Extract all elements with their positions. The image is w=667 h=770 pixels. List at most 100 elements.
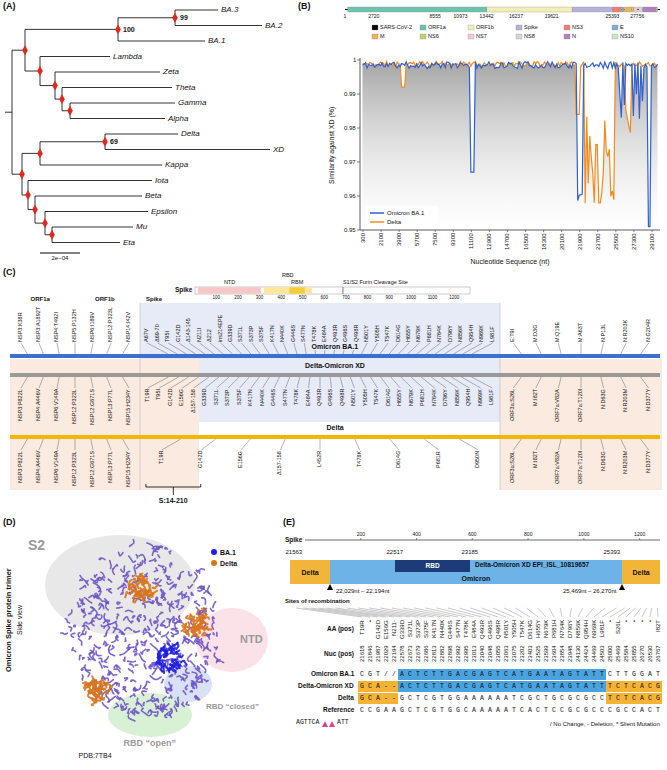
sequence-cell: C xyxy=(574,693,582,704)
mutation-label: S477N xyxy=(283,389,289,406)
nucleotide-position: 23063 xyxy=(503,645,509,662)
mutation-label: N679K xyxy=(409,389,415,406)
protein-ribbon xyxy=(160,612,163,614)
mutation-label: Y505H xyxy=(363,389,369,406)
recombination-label: 22,029nt – 22,194nt xyxy=(336,588,389,594)
protein-ribbon xyxy=(155,546,162,547)
protein-ribbon xyxy=(89,618,96,624)
sequence-cell: C xyxy=(366,693,374,704)
sequence-cell: T xyxy=(518,669,526,680)
lineage-label: Iota xyxy=(155,177,168,185)
aa-change: N440K xyxy=(439,620,445,638)
mutation-label: M:D3G xyxy=(533,325,539,342)
protein-ribbon xyxy=(144,559,145,563)
sequence-cell: - xyxy=(390,681,398,692)
mutation-label: Δ157-158 xyxy=(277,451,283,475)
protein-ribbon xyxy=(174,706,176,711)
mutation-leader xyxy=(513,377,521,388)
protein-ribbon xyxy=(159,565,164,567)
sequence-cell: C xyxy=(646,705,654,716)
column-leader xyxy=(437,608,474,617)
protein-ribbon xyxy=(134,711,137,714)
mutation-leader xyxy=(179,343,196,354)
nucleotide-position: 22578 xyxy=(399,645,405,662)
protein-ribbon xyxy=(127,648,130,650)
protein-ribbon xyxy=(162,625,168,628)
protein-ribbon xyxy=(192,630,195,633)
nucleotide-position: 26530 xyxy=(647,645,653,662)
delta-line xyxy=(363,61,658,203)
protein-ribbon xyxy=(168,644,173,648)
residue-tick: 600 xyxy=(321,296,329,301)
tree-root xyxy=(5,112,12,113)
axis-tick xyxy=(543,230,544,232)
axis-tick xyxy=(471,230,472,232)
column-leader xyxy=(527,608,538,617)
protein-ribbon xyxy=(195,653,197,655)
legend-swatch xyxy=(372,34,378,39)
mutation-label: T19R xyxy=(145,389,151,402)
protein-ribbon xyxy=(146,582,148,584)
axis-tick-label: 25500 xyxy=(613,233,619,250)
protein-ribbon xyxy=(190,691,192,692)
protein-ribbon xyxy=(212,623,213,629)
similarity-panel xyxy=(345,7,660,232)
axis-tick-label: 23700 xyxy=(595,233,601,250)
protein-ribbon xyxy=(195,626,199,630)
protein-ribbon xyxy=(81,667,84,670)
protein-ribbon xyxy=(190,615,194,620)
mutation-leader xyxy=(159,377,178,388)
mutation-label: ORF7a:V82A xyxy=(555,389,561,422)
nucleotide-position: 24130 xyxy=(575,645,581,662)
mutation-label: Q493R xyxy=(333,325,339,342)
mutation-label: M:I82T xyxy=(533,451,539,468)
legend-swatch xyxy=(420,25,426,30)
phylogenetic-tree xyxy=(5,10,270,253)
column-leader xyxy=(618,608,630,617)
axis-tick xyxy=(615,230,616,232)
region-shading xyxy=(500,359,662,428)
mutation-leader xyxy=(389,343,398,354)
mutation-label: S371L xyxy=(214,389,220,405)
axis-tick xyxy=(357,128,360,129)
protein-ribbon xyxy=(197,610,199,614)
sequence-cell: T xyxy=(518,681,526,692)
protein-ribbon xyxy=(132,575,134,578)
legend-swatch xyxy=(468,34,474,39)
mutation-leader xyxy=(558,343,561,354)
protein-ribbon xyxy=(121,707,126,710)
sequence-cell: / xyxy=(390,669,398,680)
protein-ribbon xyxy=(201,665,206,673)
protein-ribbon xyxy=(111,673,117,676)
protein-ribbon xyxy=(106,690,109,693)
protein-ribbon xyxy=(158,650,164,657)
nucleotide-position: 23202 xyxy=(519,645,525,662)
sequence-cell: G xyxy=(550,693,558,704)
protein-ribbon xyxy=(154,568,157,572)
protein-ribbon xyxy=(108,696,116,701)
panel-letter: (D) xyxy=(3,518,16,527)
sequence-cell: A xyxy=(638,705,646,716)
axis-tick-label: 2100 xyxy=(378,233,384,246)
sequence-note: AGTTCA xyxy=(296,720,319,727)
row-header: AA (pos) xyxy=(327,626,354,633)
protein-ribbon xyxy=(84,598,91,603)
mutation-label: N856K xyxy=(458,325,464,342)
axis-tick xyxy=(357,94,360,95)
protein-ribbon xyxy=(99,558,105,560)
protein-ribbon xyxy=(94,645,100,649)
protein-ribbon xyxy=(157,601,162,605)
sequence-cell: A xyxy=(486,693,494,704)
nucleotide-position: 23075 xyxy=(511,645,517,662)
mutation-leader xyxy=(75,343,76,354)
protein-ribbon xyxy=(147,650,149,651)
legend-label: ORF1a xyxy=(428,25,446,31)
mutation-label: G339D xyxy=(202,389,208,406)
genome-segment-bar xyxy=(612,7,621,12)
sequence-cell: C xyxy=(406,681,414,692)
residue-ruler xyxy=(305,540,660,541)
spike-structure xyxy=(45,535,268,737)
protein-ribbon xyxy=(190,661,195,666)
legend-swatch xyxy=(211,560,217,566)
protein-ribbon xyxy=(141,641,145,642)
